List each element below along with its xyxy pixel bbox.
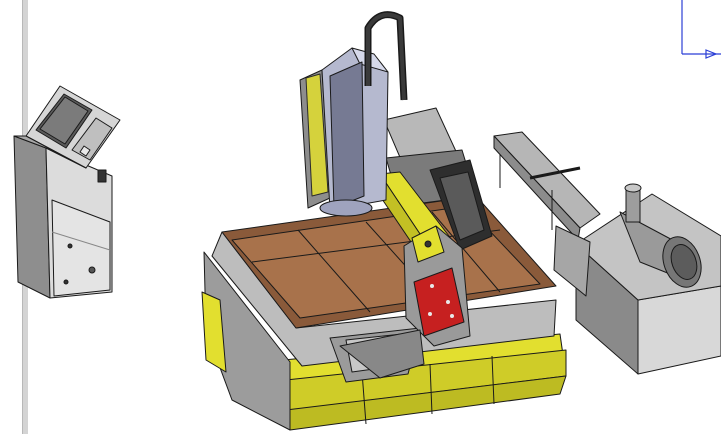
tool-changer-rack[interactable] [493,131,601,297]
control-cabinet[interactable] [13,85,121,299]
axis-compass-icon [676,0,721,62]
vacuum-pump-unit[interactable] [575,183,721,375]
cnc-router-machine[interactable] [201,11,567,431]
